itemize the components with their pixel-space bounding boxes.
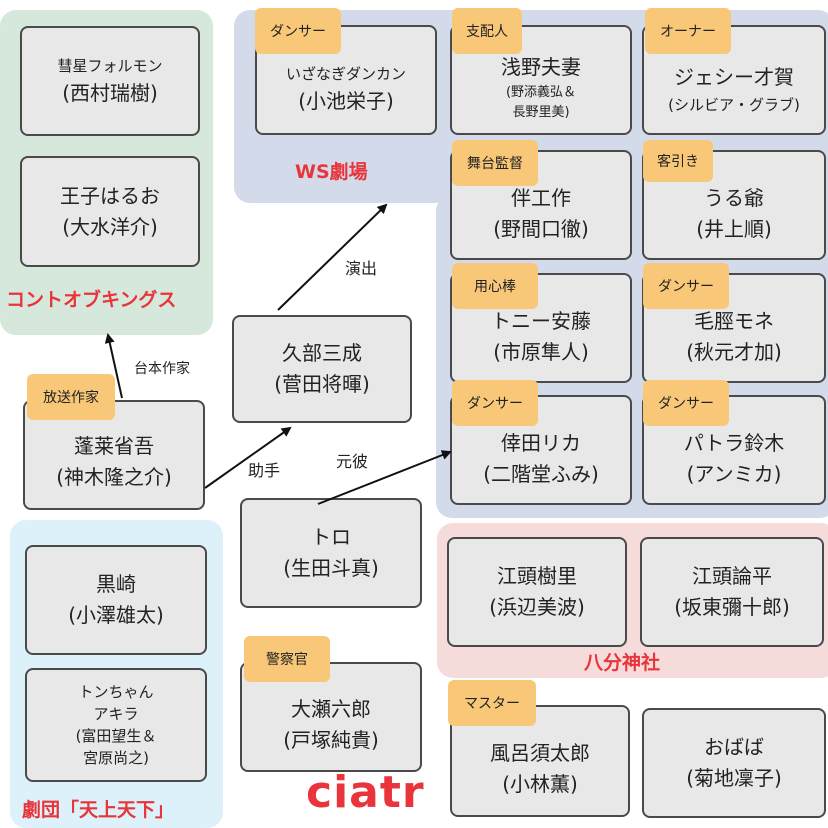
actor-name: (アンミカ) [686, 462, 782, 486]
role-badge-hourai: 放送作家 [27, 374, 115, 420]
actor-name: (神木隆之介) [56, 465, 172, 489]
character-box-kurosaki: 黒崎 (小澤雄太) [25, 545, 207, 655]
character-box-toro: トロ (生田斗真) [240, 498, 422, 608]
character-box-kube: 久部三成 (菅田将暉) [232, 315, 412, 423]
character-name: 伴工作 [511, 186, 571, 210]
group-label-ws: WS劇場 [295, 161, 368, 183]
ciatr-logo: ciatr [306, 767, 425, 818]
character-name: 風呂須太郎 [490, 741, 590, 765]
actor-name: (二階堂ふみ) [483, 462, 599, 486]
actor-name: (野添義弘＆ [505, 84, 577, 100]
role-badge-tony: 用心棒 [452, 263, 538, 309]
character-box-izanagi: いざなぎダンカン (小池栄子) [255, 25, 437, 135]
actor-name: (富田望生＆ [75, 727, 157, 745]
relation-label-joshu: 助手 [248, 461, 281, 480]
role-badge-kurada: ダンサー [452, 380, 538, 426]
actor-name: (小池栄子) [298, 88, 394, 113]
character-name: 毛脛モネ [694, 309, 774, 333]
character-name: 黒崎 [96, 572, 136, 596]
actor-name: (小林薫) [502, 772, 578, 796]
character-name: おばば [704, 735, 764, 759]
group-label-konto: コントオブキングス [6, 289, 177, 311]
character-name-2: アキラ [93, 705, 139, 723]
role-badge-jessie: オーナー [645, 8, 731, 54]
character-name: 江頭樹里 [497, 564, 577, 588]
actor-name-2: 長野里美) [512, 104, 570, 120]
relation-label-enshutsu: 演出 [345, 259, 378, 278]
role-badge-asano: 支配人 [452, 8, 522, 54]
role-badge-ban: 舞台監督 [452, 140, 538, 186]
character-name: パトラ鈴木 [683, 431, 785, 455]
actor-name: (生田斗真) [283, 556, 379, 580]
role-badge-ose: 警察官 [244, 636, 330, 682]
actor-name: (小澤雄太) [68, 603, 164, 627]
character-name: トロ [311, 525, 351, 549]
character-box-eto-juri: 江頭樹里 (浜辺美波) [447, 537, 627, 647]
actor-name: (大水洋介) [62, 214, 158, 239]
role-badge-patora: ダンサー [643, 380, 729, 426]
character-name: 彗星フォルモン [57, 56, 163, 75]
actor-name: (菅田将暉) [274, 372, 370, 396]
actor-name: (市原隼人) [493, 340, 589, 364]
role-badge-izanagi: ダンサー [255, 8, 341, 54]
character-name: 江頭論平 [692, 564, 772, 588]
character-name: うる爺 [704, 186, 764, 210]
relation-label-daihon: 台本作家 [134, 361, 190, 377]
character-box-ton-akira: トンちゃん アキラ (富田望生＆ 宮原尚之) [25, 668, 207, 782]
character-name: 久部三成 [282, 341, 362, 365]
role-badge-furo: マスター [448, 680, 536, 726]
actor-name: (菊地凜子) [686, 766, 782, 790]
actor-name: (シルビア・グラブ) [668, 95, 800, 114]
group-label-hachi: 八分神社 [584, 652, 661, 674]
character-name: 王子はるお [60, 183, 160, 208]
character-name: トンちゃん [78, 683, 154, 701]
actor-name: (野間口徹) [493, 217, 589, 241]
character-name: トニー安藤 [491, 309, 591, 333]
character-box-obaba: おばば (菊地凜子) [642, 708, 826, 818]
actor-name: (戸塚純貴) [283, 728, 379, 752]
character-name: 蓬莱省吾 [74, 434, 154, 458]
actor-name: (坂東彌十郎) [674, 595, 790, 619]
actor-name-2: 宮原尚之) [83, 749, 149, 767]
character-box-ouji: 王子はるお (大水洋介) [20, 156, 200, 267]
character-name: 倖田リカ [501, 431, 581, 455]
actor-name: (秋元才加) [686, 340, 782, 364]
group-label-gekidan: 劇団「天上天下」 [22, 799, 175, 821]
character-box-eto-ronpei: 江頭論平 (坂東彌十郎) [640, 537, 824, 647]
relation-label-motokare: 元彼 [336, 452, 369, 471]
actor-name: (井上順) [696, 217, 772, 241]
character-name: 浅野夫妻 [501, 54, 581, 79]
actor-name: (西村瑞樹) [62, 80, 158, 105]
character-box-hourai: 蓬莱省吾 (神木隆之介) [23, 400, 205, 510]
role-badge-mone: ダンサー [643, 263, 729, 309]
actor-name: (浜辺美波) [489, 595, 585, 619]
character-name: 大瀬六郎 [291, 697, 371, 721]
character-name: いざなぎダンカン [285, 64, 406, 83]
character-box-suisei: 彗星フォルモン (西村瑞樹) [20, 26, 200, 136]
character-name: ジェシー才賀 [674, 64, 794, 89]
role-badge-uru: 客引き [643, 140, 713, 182]
